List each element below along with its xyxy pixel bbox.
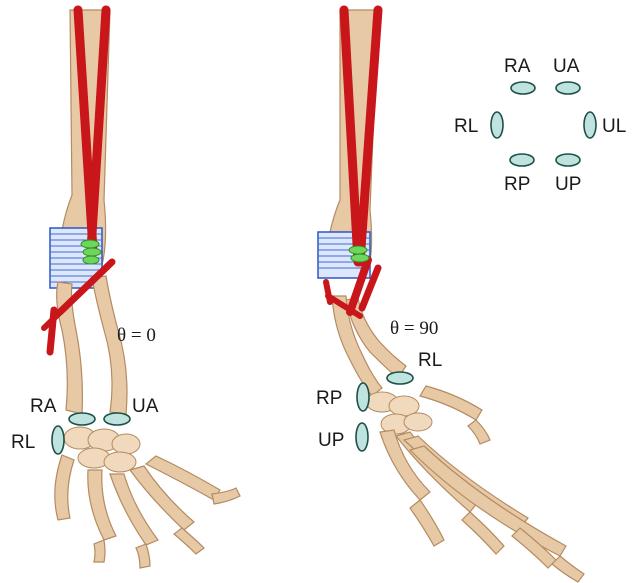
right-marker-rl [387, 372, 413, 384]
legend-label-ul: UL [602, 116, 626, 137]
legend-label-rl: RL [454, 116, 478, 137]
legend-label-ua: UA [553, 56, 580, 77]
left-label-ua: UA [132, 396, 159, 417]
left-marker-rl [52, 426, 64, 454]
legend-marker-up [556, 154, 580, 166]
legend-marker-rp [510, 154, 534, 166]
left-marker-ra [69, 413, 95, 425]
legend-marker-ra [511, 82, 535, 94]
left-muscle-5 [50, 310, 54, 352]
legend-marker-rl [491, 112, 503, 138]
right-muscle-6 [326, 282, 330, 302]
legend-label-up: UP [555, 174, 581, 195]
marker-legend: RA UA RL UL RP UP [454, 56, 626, 195]
right-label-rl: RL [418, 350, 442, 371]
right-label-rp: RP [316, 388, 342, 409]
left-via-points [81, 240, 101, 264]
legend-label-ra: RA [504, 56, 531, 77]
left-hand [55, 427, 240, 568]
right-angle-label: θ = 90 [390, 318, 438, 339]
legend-marker-ua [556, 82, 580, 94]
left-arm [44, 10, 240, 568]
legend-marker-ul [584, 112, 596, 138]
left-angle-label: θ = 0 [117, 325, 156, 346]
legend-label-rp: RP [504, 174, 530, 195]
right-arm [318, 10, 584, 582]
right-marker-rp [357, 383, 369, 411]
right-hand [366, 386, 584, 582]
right-label-up: UP [318, 430, 344, 451]
left-label-ra: RA [30, 396, 57, 417]
right-marker-up [356, 423, 368, 451]
left-marker-ua [104, 413, 130, 425]
left-label-rl: RL [11, 432, 35, 453]
